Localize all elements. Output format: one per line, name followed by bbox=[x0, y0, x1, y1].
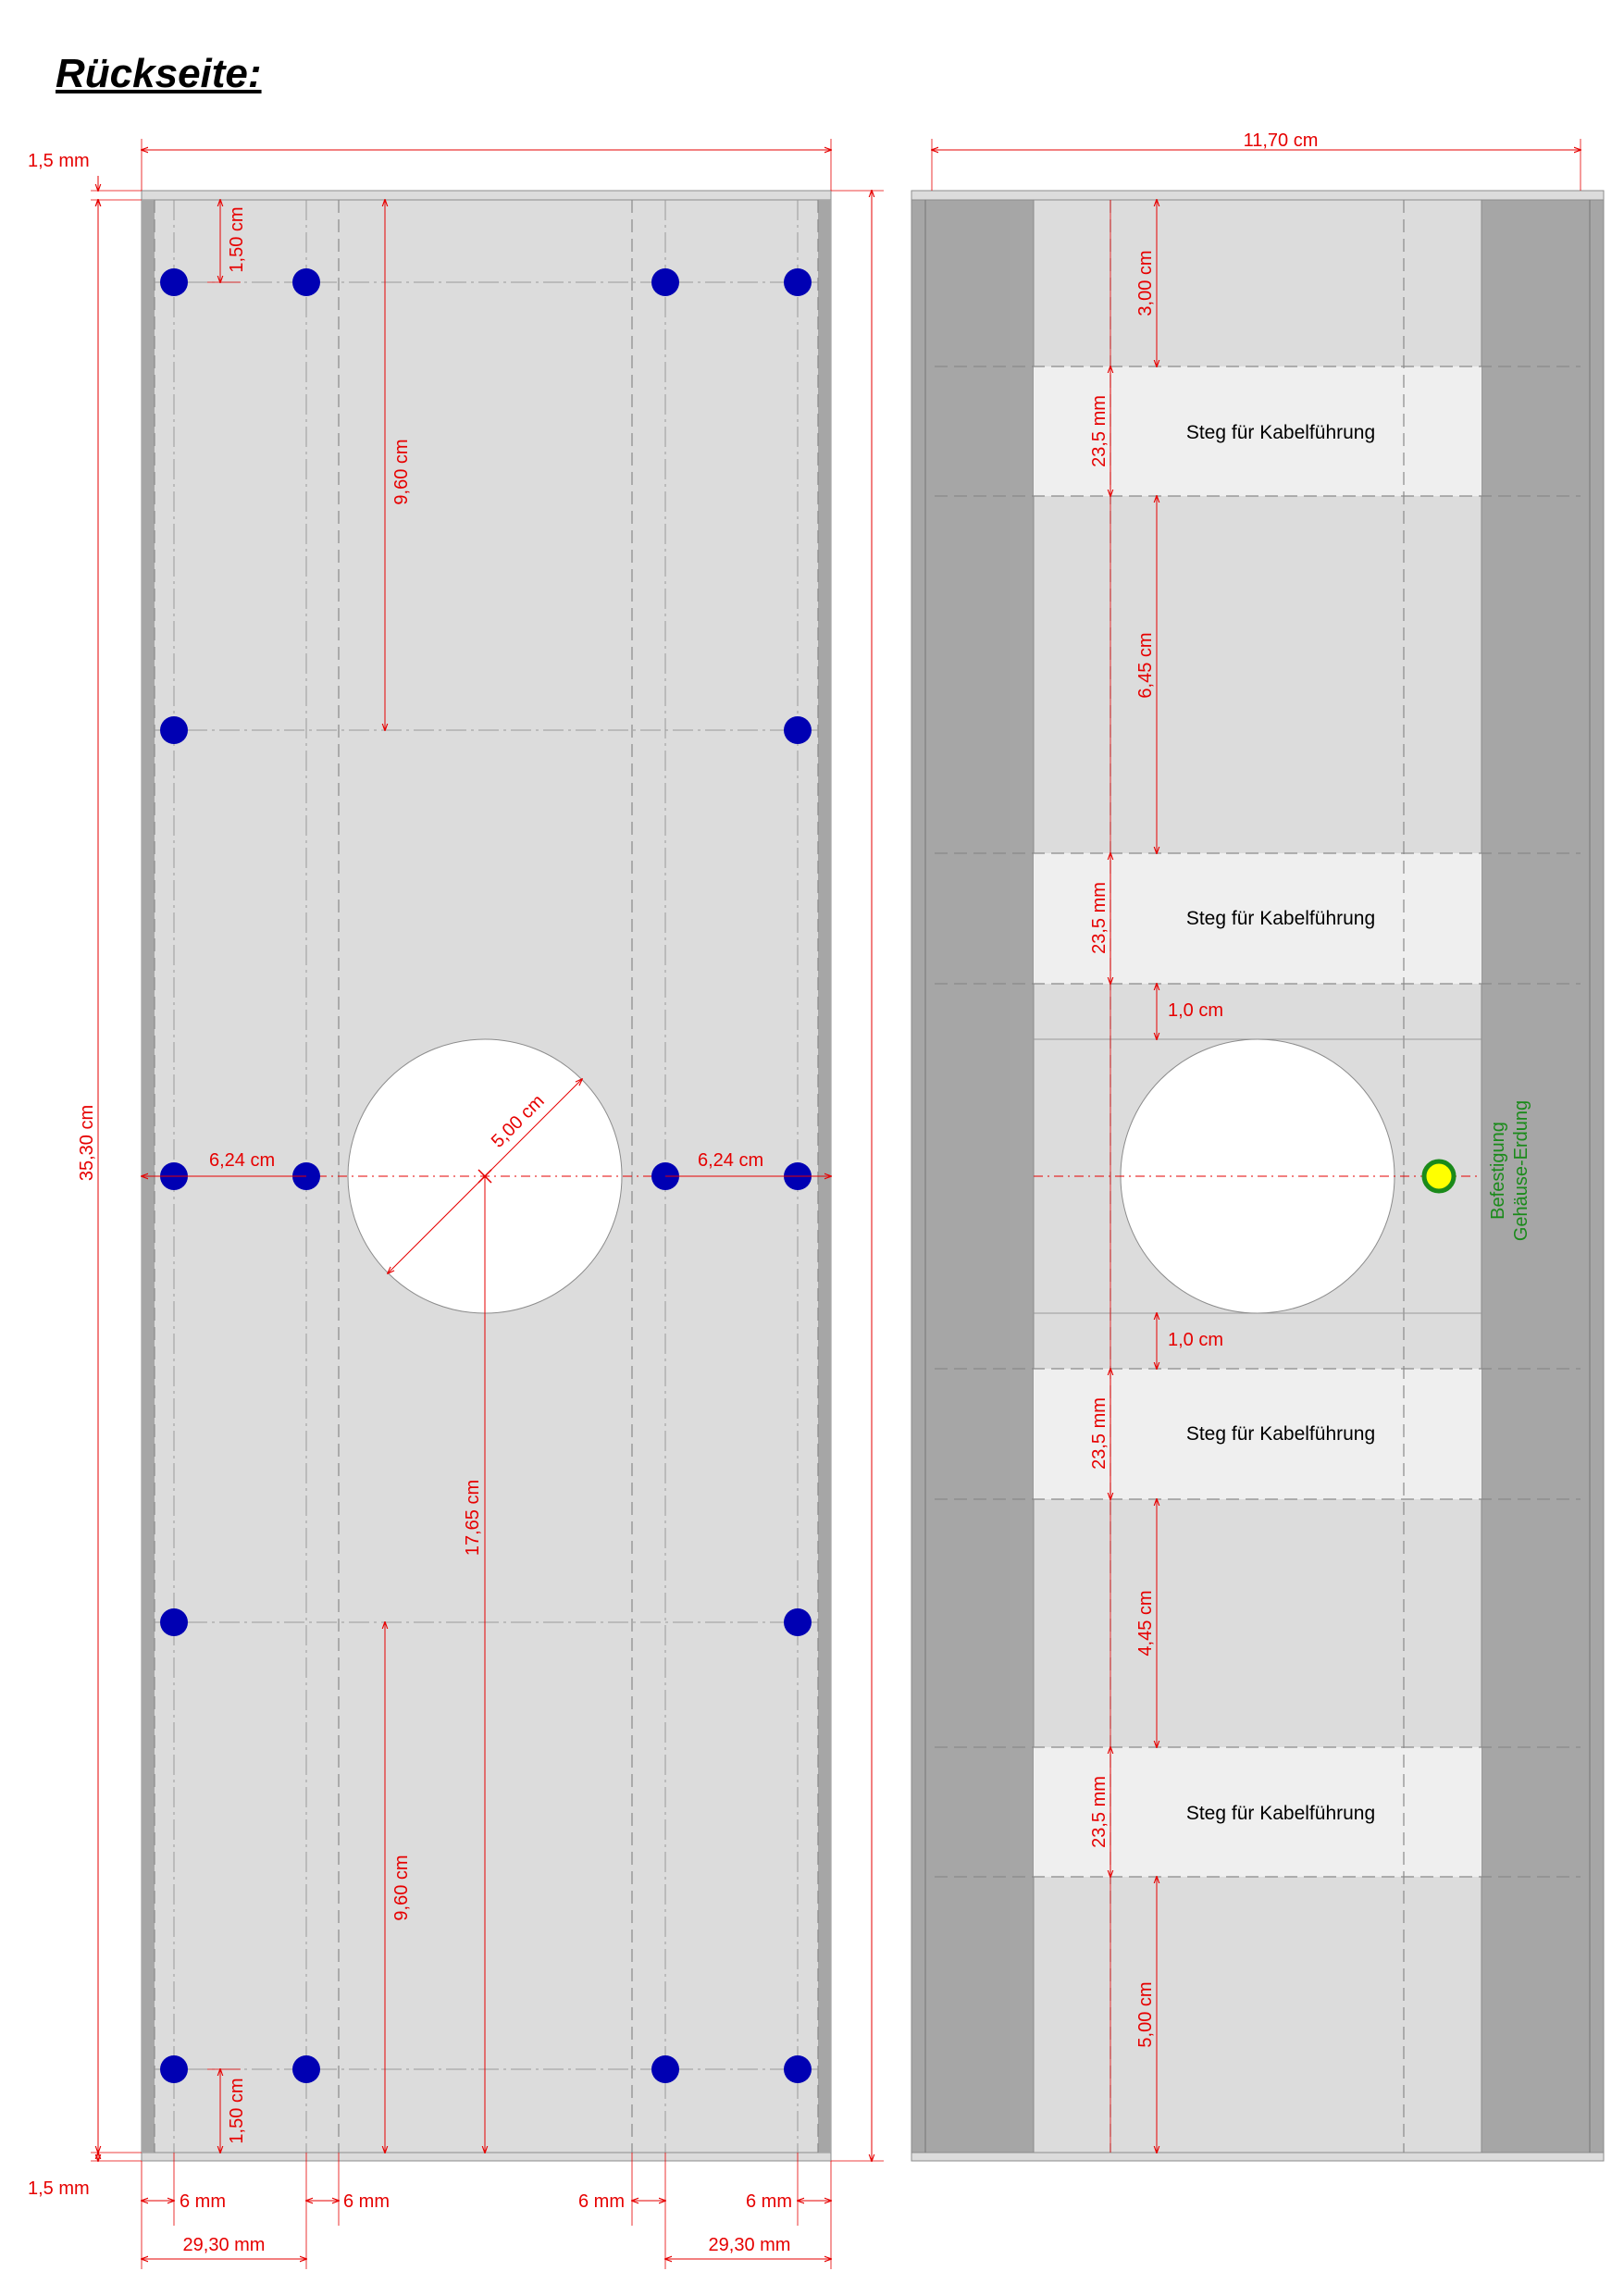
cutout-center-cross bbox=[477, 1169, 492, 1184]
front-panel-top-edge bbox=[141, 190, 832, 201]
dim-edge-c: 6 mm bbox=[578, 2191, 625, 2212]
web-2-label: Steg für Kabelführung bbox=[1186, 908, 1375, 929]
dim-bottom-offset: 1,5 mm bbox=[28, 2178, 90, 2199]
side-panel-bottom-edge bbox=[911, 2152, 1605, 2162]
side-left-wall bbox=[911, 199, 1035, 2153]
dim-edge-b: 6 mm bbox=[343, 2191, 390, 2212]
dim-left-group: 29,30 mm bbox=[183, 2235, 266, 2255]
mounting-hole bbox=[651, 268, 679, 296]
dim-lower-spacing: 9,60 cm bbox=[391, 1855, 412, 1920]
mounting-hole bbox=[160, 2055, 188, 2083]
mounting-hole bbox=[160, 1608, 188, 1636]
dim-left-center: 6,24 cm bbox=[209, 1150, 275, 1171]
ground-mount-point bbox=[1421, 1159, 1457, 1194]
mounting-hole bbox=[784, 1608, 812, 1636]
mounting-hole bbox=[784, 716, 812, 744]
front-view: 1,5 mm 1,5 mm 35,30 cm 1,50 cm 1,50 cm 9… bbox=[28, 139, 884, 2269]
dim-upper-clearance: 1,0 cm bbox=[1168, 1000, 1223, 1021]
front-panel-bottom-edge bbox=[141, 2152, 832, 2162]
dim-hole-bottom-offset: 1,50 cm bbox=[227, 2078, 247, 2143]
dim-edge-a: 6 mm bbox=[180, 2191, 226, 2212]
dim-total-height: 35,30 cm bbox=[77, 1105, 97, 1181]
dim-gap-4: 4,45 cm bbox=[1135, 1590, 1156, 1656]
dim-gap-2: 6,45 cm bbox=[1135, 632, 1156, 698]
mounting-hole bbox=[651, 2055, 679, 2083]
mounting-hole bbox=[292, 268, 320, 296]
dim-upper-spacing: 9,60 cm bbox=[391, 439, 412, 504]
mounting-hole bbox=[160, 716, 188, 744]
dim-web-3-height: 23,5 mm bbox=[1089, 1397, 1110, 1470]
dim-lower-clearance: 1,0 cm bbox=[1168, 1330, 1223, 1350]
dim-hole-top-offset: 1,50 cm bbox=[227, 206, 247, 272]
dim-edge-d: 6 mm bbox=[746, 2191, 792, 2212]
web-4-label: Steg für Kabelführung bbox=[1186, 1803, 1375, 1824]
dim-center-height: 17,65 cm bbox=[463, 1480, 483, 1556]
dim-top-offset: 1,5 mm bbox=[28, 151, 90, 171]
mounting-hole bbox=[784, 268, 812, 296]
dim-web-4-height: 23,5 mm bbox=[1089, 1776, 1110, 1848]
dim-right-group: 29,30 mm bbox=[709, 2235, 791, 2255]
mounting-hole bbox=[292, 2055, 320, 2083]
dim-top-gap: 3,00 cm bbox=[1135, 250, 1156, 316]
dim-web-2-height: 23,5 mm bbox=[1089, 882, 1110, 954]
dim-side-width: 11,70 cm bbox=[1244, 130, 1319, 151]
mounting-hole bbox=[784, 2055, 812, 2083]
side-view: Befestigung Gehäuse-Erdung 11,70 cm 3,00… bbox=[911, 130, 1605, 2162]
ground-label-line1: Befestigung bbox=[1488, 1122, 1508, 1220]
web-3-label: Steg für Kabelführung bbox=[1186, 1423, 1375, 1445]
dim-right-center: 6,24 cm bbox=[698, 1150, 763, 1171]
side-panel-top-edge bbox=[911, 190, 1605, 201]
page-title: Rückseite: bbox=[56, 51, 262, 96]
web-1-label: Steg für Kabelführung bbox=[1186, 422, 1375, 443]
side-right-wall bbox=[1481, 199, 1605, 2153]
dim-web-1-height: 23,5 mm bbox=[1089, 395, 1110, 467]
mounting-hole bbox=[160, 268, 188, 296]
ground-label-line2: Gehäuse-Erdung bbox=[1511, 1100, 1531, 1241]
dim-bottom-gap: 5,00 cm bbox=[1135, 1981, 1156, 2047]
